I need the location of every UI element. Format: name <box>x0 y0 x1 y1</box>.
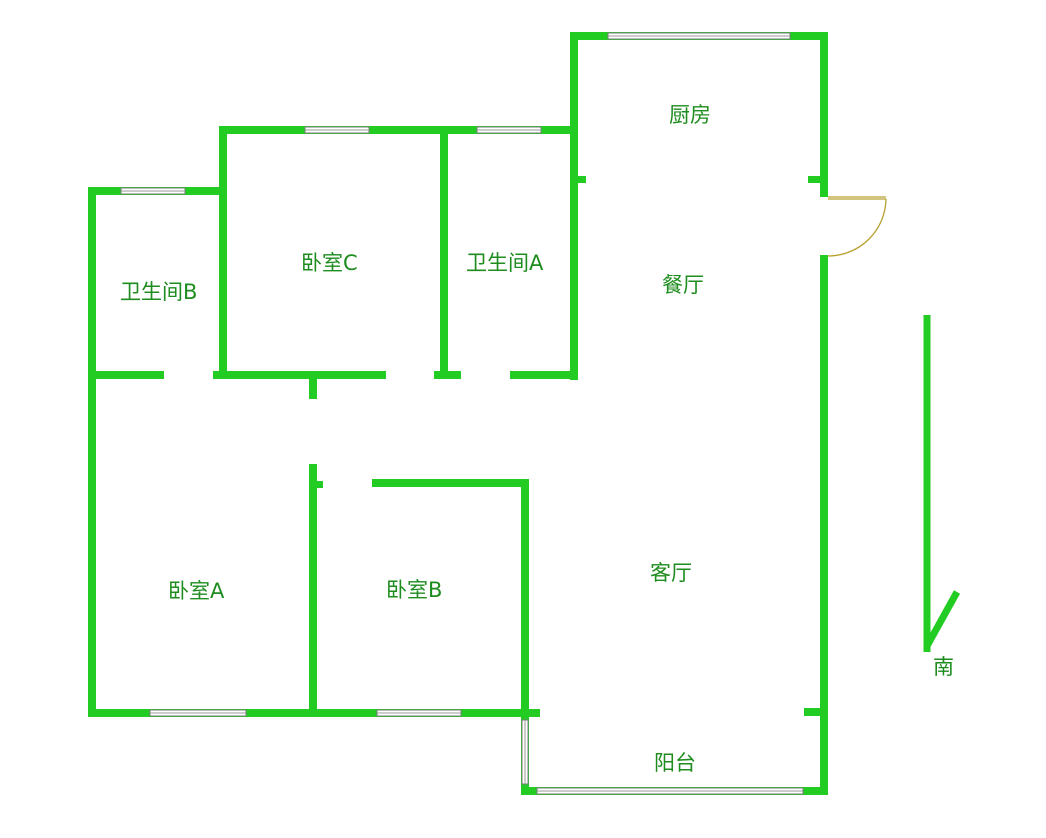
wall-bedroom-ab <box>309 464 317 717</box>
wall-east-upper <box>820 32 828 197</box>
wall-corridor-2 <box>213 371 386 379</box>
wall-bath-a-west <box>440 126 448 378</box>
wall-north-middle <box>219 126 578 134</box>
wall-kitchen-west <box>570 32 578 380</box>
wall-corridor-stub <box>309 379 317 399</box>
compass-label: 南 <box>933 655 954 679</box>
window-bedroom-a <box>149 709 247 717</box>
wall-south-bedrooms <box>88 709 540 717</box>
label-bedroom-a: 卧室A <box>168 579 225 603</box>
entrance-door <box>827 196 887 257</box>
label-bedroom-b: 卧室B <box>386 578 442 602</box>
windows <box>120 32 804 795</box>
wall-corridor-3 <box>434 371 461 379</box>
window-kitchen <box>607 32 791 40</box>
wall-west <box>88 187 96 717</box>
window-bath-a <box>476 126 542 134</box>
wall-corridor-4 <box>510 371 578 379</box>
label-kitchen: 厨房 <box>669 103 711 127</box>
label-bathroom-a: 卫生间A <box>466 251 544 275</box>
label-balcony: 阳台 <box>654 751 696 775</box>
wall-corridor-1 <box>88 371 164 379</box>
label-bedroom-c: 卧室C <box>301 251 358 275</box>
window-balcony-west <box>521 719 529 785</box>
south-arrow-icon <box>923 315 961 652</box>
window-bath-b <box>120 187 186 195</box>
wall-stub-kitchen <box>578 176 586 183</box>
window-bedroom-c <box>304 126 370 134</box>
wall-bedroom-b-top <box>372 479 529 487</box>
label-dining: 餐厅 <box>662 273 704 297</box>
walls <box>88 32 828 795</box>
wall-stub-east-upper <box>808 176 820 183</box>
label-living: 客厅 <box>650 561 692 585</box>
wall-stub-east-lower <box>804 708 820 716</box>
window-balcony-south <box>536 787 804 795</box>
room-labels: 厨房 餐厅 客厅 阳台 卫生间A 卫生间B 卧室A 卧室B 卧室C <box>120 103 711 775</box>
wall-bedroom-b-east <box>521 479 529 717</box>
wall-east-lower <box>820 255 828 795</box>
wall-bedroom-ab-stub <box>317 481 323 488</box>
wall-bedroom-c-west <box>219 126 227 378</box>
window-bedroom-b <box>376 709 462 717</box>
label-bathroom-b: 卫生间B <box>120 280 197 304</box>
